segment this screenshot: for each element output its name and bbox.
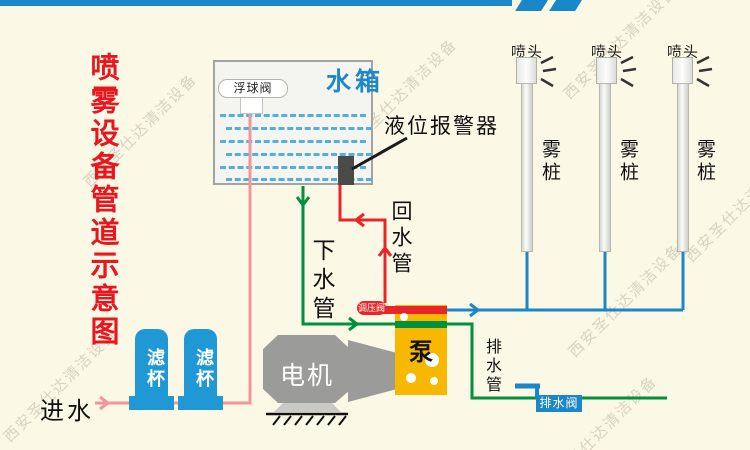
pump: 泵 调压阀 (357, 301, 447, 395)
page-title: 喷雾设备管道示意图 (86, 52, 118, 349)
water-tank-label: 水箱 (326, 68, 385, 96)
mist-pile (677, 83, 689, 252)
inlet-label: 进水 (40, 398, 94, 425)
motor-label: 电机 (279, 362, 334, 390)
mist-pile-label: 雾桩 (539, 139, 560, 185)
top-bar-slash-icon (515, 0, 548, 11)
float-valve-label: 浮球阀 (218, 79, 288, 98)
filter-cup-base (129, 396, 174, 410)
pump-dot (400, 313, 408, 321)
water-line (226, 127, 372, 130)
spray-head-label: 喷头 (666, 44, 699, 61)
water-line (226, 178, 372, 181)
spray-head (672, 57, 693, 84)
water-line (220, 114, 366, 117)
top-bar-decoration (0, 0, 512, 6)
spray-head-label: 喷头 (590, 44, 623, 61)
mist-pile (521, 83, 533, 252)
mist-pile-label: 雾桩 (617, 139, 638, 185)
mist-pile (599, 83, 611, 252)
spray-head-label: 喷头 (510, 44, 543, 61)
pump-dot (425, 353, 439, 367)
filter-cup-base (178, 396, 223, 410)
drain-valve-label: 排水阀 (536, 395, 582, 412)
water-line (220, 166, 366, 169)
watermark-text: 西安圣仕达清洁设备 (565, 240, 686, 361)
pump-outlet-stripe (382, 306, 447, 314)
water-line (220, 140, 366, 143)
mist-pile-label: 雾桩 (694, 139, 715, 185)
return-pipe-label: 回水管 (389, 200, 412, 278)
pressure-valve-label: 调压阀 (357, 301, 386, 315)
drain-pipe-label: 排水管 (483, 338, 500, 395)
filter-cup: 滤杯 (184, 329, 217, 398)
spray-head (596, 57, 617, 84)
filter-cup: 滤杯 (135, 329, 168, 398)
filter-cup-label: 滤杯 (145, 348, 165, 390)
pump-inlet-stripe (395, 321, 447, 328)
pump-label: 泵 (409, 339, 433, 366)
spray-head (516, 57, 537, 84)
pump-dot (406, 373, 416, 383)
down-pipe-label: 下水管 (309, 238, 335, 325)
level-sensor (338, 156, 354, 185)
level-alarm-label: 液位报警器 (384, 115, 499, 138)
filter-cup-label: 滤杯 (194, 348, 214, 390)
pump-dot (430, 377, 438, 385)
water-line (226, 153, 372, 156)
top-bar-slash-icon (549, 0, 582, 11)
